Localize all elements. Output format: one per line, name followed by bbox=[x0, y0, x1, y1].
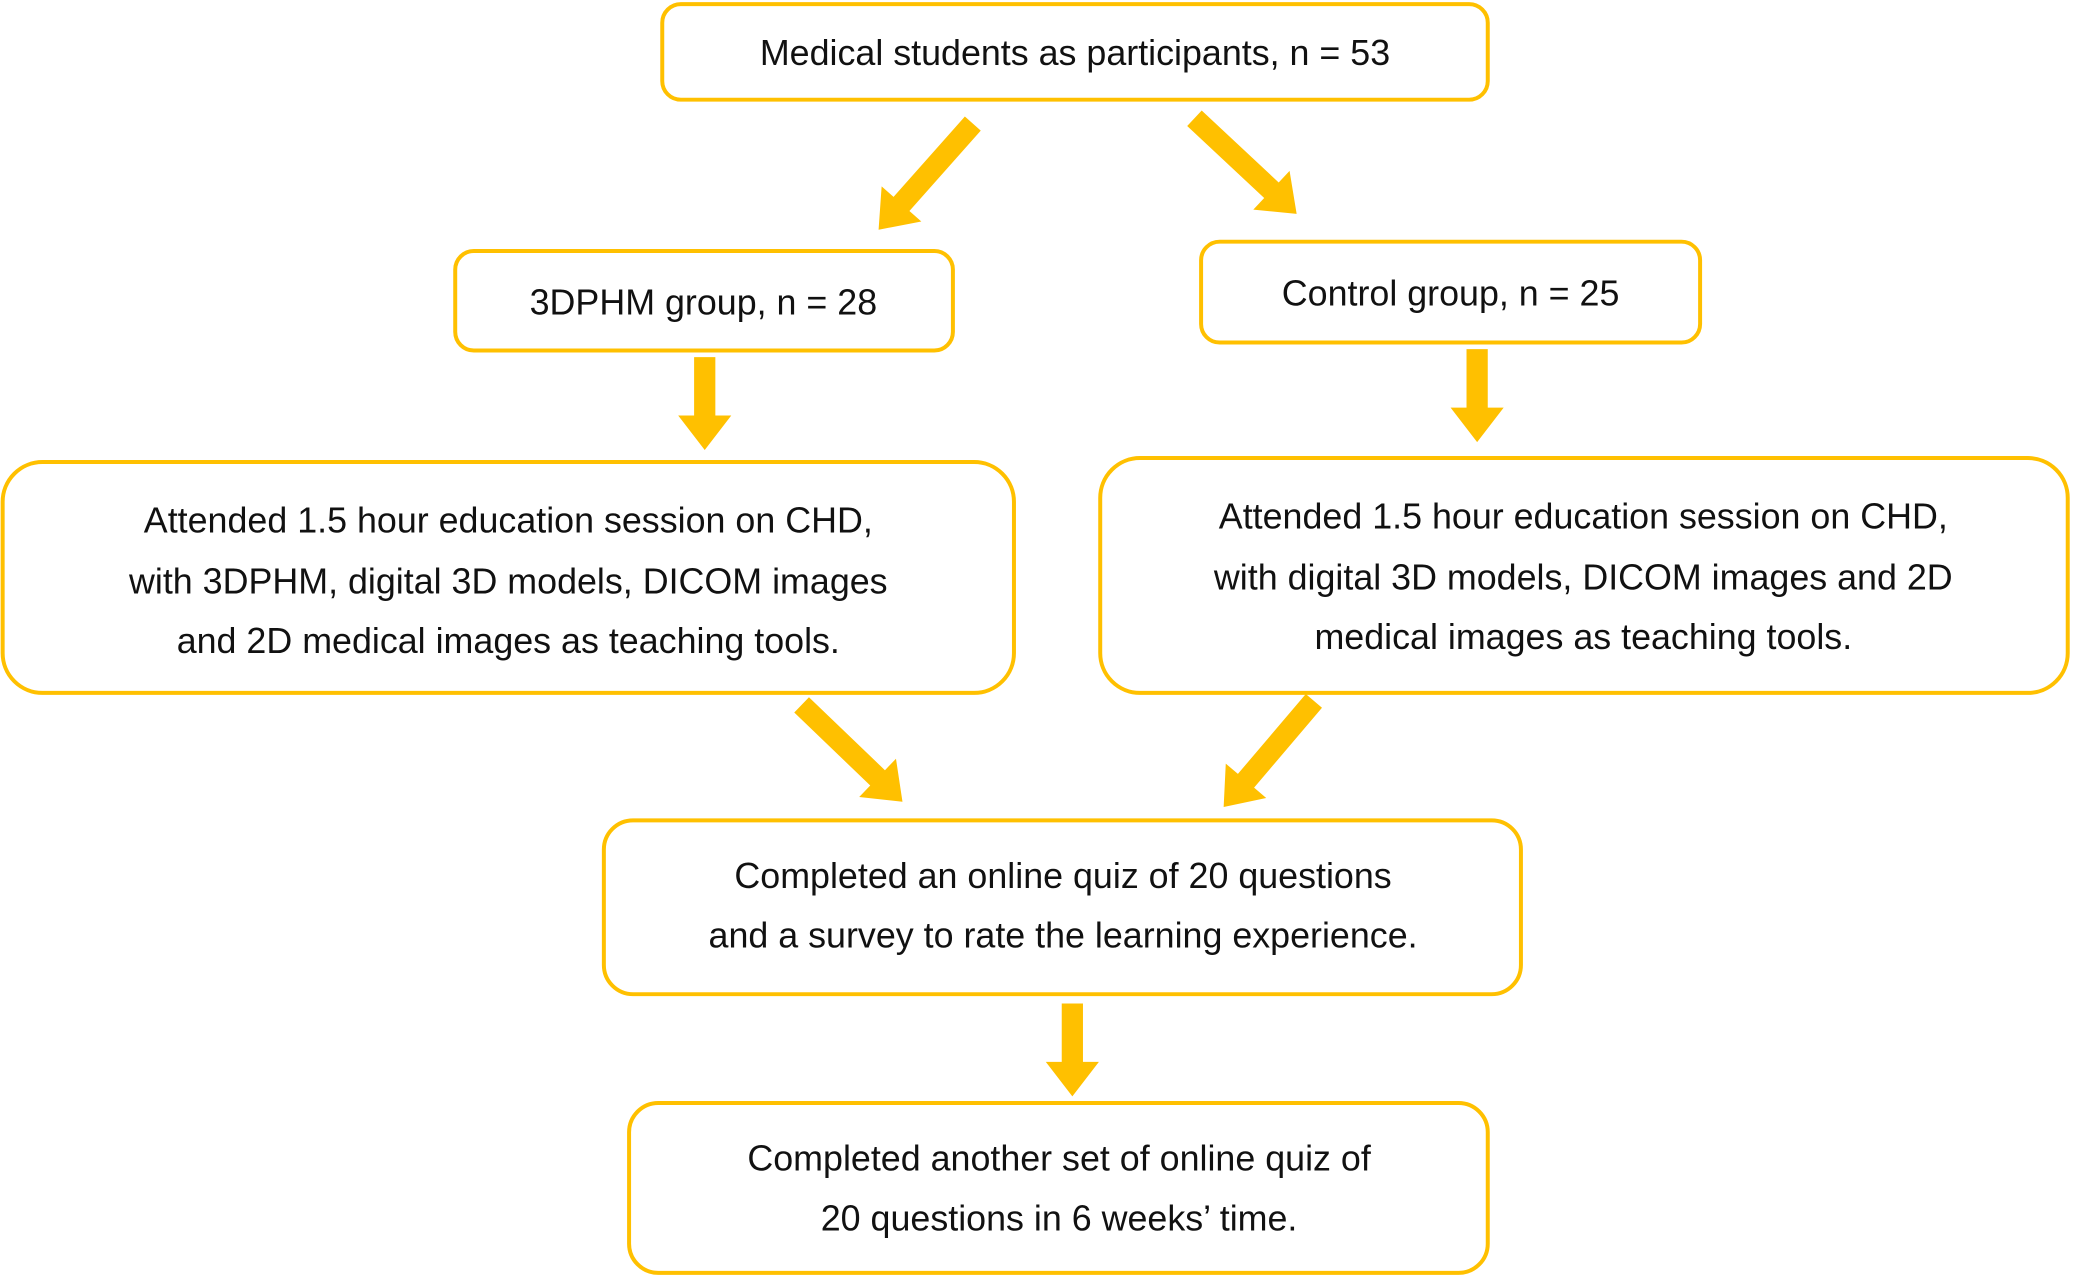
node-quiz1: Completed an online quiz of 20 questions… bbox=[601, 818, 1523, 997]
node-participants: Medical students as participants, n = 53 bbox=[660, 2, 1490, 102]
node-control-session: Attended 1.5 hour education session on C… bbox=[1098, 456, 2070, 695]
node-3dphm-session: Attended 1.5 hour education session on C… bbox=[0, 460, 1016, 695]
node-text: Completed an online quiz of 20 questions bbox=[734, 856, 1391, 896]
node-text: Control group, n = 25 bbox=[1282, 273, 1620, 313]
arrow-down-icon bbox=[1045, 1003, 1099, 1097]
node-text: medical images as teaching tools. bbox=[1314, 617, 1852, 657]
node-control-group: Control group, n = 25 bbox=[1199, 239, 1703, 345]
arrow-down-right-icon bbox=[794, 697, 903, 802]
node-quiz2: Completed another set of online quiz of … bbox=[627, 1101, 1490, 1275]
node-text: 3DPHM group, n = 28 bbox=[530, 283, 878, 323]
node-text: with 3DPHM, digital 3D models, DICOM ima… bbox=[128, 561, 888, 601]
node-text: Attended 1.5 hour education session on C… bbox=[144, 500, 873, 540]
arrow-down-icon bbox=[678, 357, 732, 451]
arrow-down-icon bbox=[1450, 349, 1504, 443]
arrow-down-left-icon bbox=[1223, 694, 1322, 808]
node-text: Attended 1.5 hour education session on C… bbox=[1219, 496, 1948, 536]
node-text: Completed another set of online quiz of bbox=[747, 1139, 1370, 1179]
arrow-down-left-icon bbox=[878, 116, 981, 230]
node-text: with digital 3D models, DICOM images and… bbox=[1213, 557, 1953, 597]
node-text: Medical students as participants, n = 53 bbox=[760, 33, 1390, 73]
node-3dphm-group: 3DPHM group, n = 28 bbox=[453, 248, 955, 353]
node-text: 20 questions in 6 weeks’ time. bbox=[821, 1198, 1298, 1238]
node-text: and a survey to rate the learning experi… bbox=[709, 916, 1418, 956]
arrow-down-right-icon bbox=[1187, 110, 1297, 214]
node-text: and 2D medical images as teaching tools. bbox=[177, 621, 840, 661]
